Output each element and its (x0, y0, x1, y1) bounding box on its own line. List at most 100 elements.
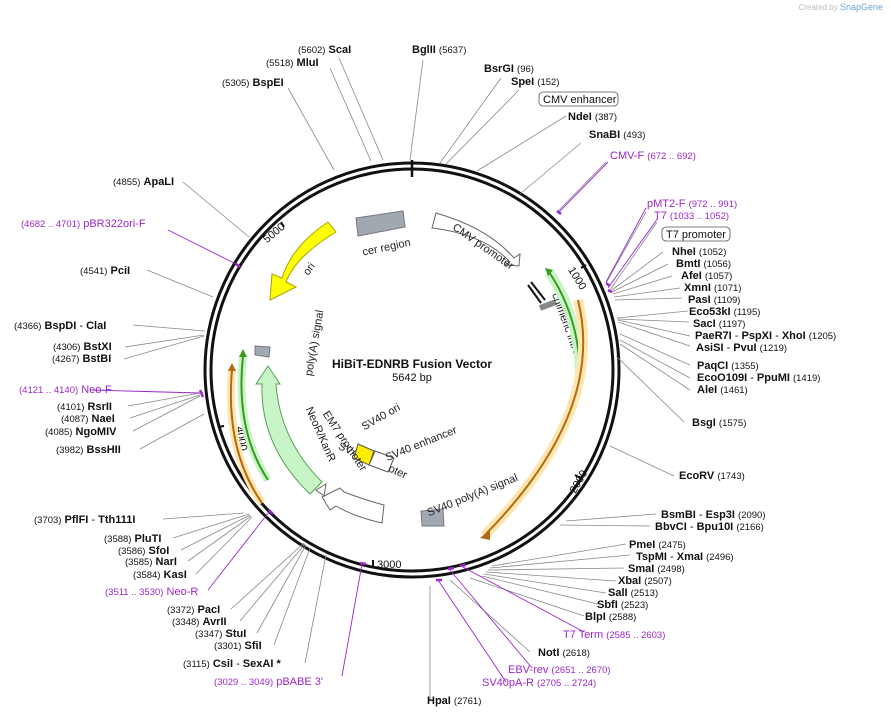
site-blpi: BlpI (2588) (585, 611, 636, 623)
cmv-enhancer-label: CMV enhancer (543, 94, 617, 106)
orange-orf (483, 299, 585, 537)
green-orf-head (545, 268, 553, 276)
site-mlui: (5518) MluI (266, 57, 319, 69)
site-ecorv: EcoRV (1743) (679, 470, 745, 482)
neo-orange-orf (229, 369, 263, 504)
site-bsmbi: BsmBI - Esp3I (2090) (661, 509, 766, 521)
t7-promoter-box (661, 226, 731, 242)
site-bmti: BmtI (1056) (676, 258, 731, 270)
snapgene-logo: SnapGene (839, 2, 883, 12)
primer-markers (198, 210, 613, 582)
primer-neor: (3511 .. 3530) Neo-R (105, 586, 198, 598)
watermark-prefix: Created by (798, 3, 838, 12)
site-apali: (4855) ApaLI (113, 176, 174, 188)
site-pluti: (3588) PluTI (104, 533, 161, 545)
sv40-promoter-arrow (321, 487, 385, 524)
site-ngomiv: (4085) NgoMIV (45, 426, 117, 438)
primer-pbr322: (4682 .. 4701) pBR322ori-F (21, 218, 146, 230)
em7-arrow (315, 483, 327, 497)
leader-lines (123, 57, 691, 700)
site-bstbi: (4267) BstBI (52, 353, 111, 365)
site-bbvci: BbvCI - Bpu10I (2166) (655, 521, 764, 533)
site-bsshii: (3982) BssHII (56, 444, 121, 456)
neo-green-orf (240, 355, 269, 481)
sv40-enhancer-label: SV40 enhancer (384, 424, 459, 464)
site-csii: (3115) CsiI - SexAI * (183, 658, 281, 670)
ori-label: ori (301, 261, 318, 278)
site-snabi: SnaBI (493) (589, 129, 645, 141)
site-bspei: (5305) BspEI (222, 77, 284, 89)
neo-orange-head (228, 363, 236, 371)
cmv-promoter-label: CMV promoter (450, 221, 516, 272)
polya-label: poly(A) signal (303, 309, 326, 377)
neor-kanr-arrow (255, 365, 323, 495)
primer-pbabe: (3029 .. 3049) pBABE 3' (214, 676, 323, 688)
site-xbai: XbaI (2507) (618, 575, 672, 587)
site-afei: AfeI (1057) (681, 270, 732, 282)
tick-3000: 3000 (377, 559, 401, 571)
orange-orf-head (480, 530, 490, 540)
site-saci: SacI (1197) (693, 318, 745, 330)
chimeric-intron-mark (527, 281, 546, 304)
primer-t7term: T7 Term (2585 .. 2603) (563, 629, 665, 641)
site-pmei: PmeI (2475) (629, 539, 686, 551)
cmv-enhancer-box (538, 91, 619, 107)
site-pcii: (4541) PciI (80, 265, 130, 277)
site-stui: (3347) StuI (195, 628, 246, 640)
site-alei: AleI (1461) (697, 384, 748, 396)
primer-sv40par: SV40pA-R (2705 .. 2724) (482, 677, 596, 689)
site-hpai: HpaI (2761) (427, 695, 481, 707)
site-kasi: (3584) KasI (133, 569, 187, 581)
primer-cmvf: CMV-F (672 .. 692) (610, 150, 696, 162)
site-xmni: XmnI (1071) (684, 282, 741, 294)
primer-neof: (4121 .. 4140) Neo-F (19, 384, 112, 396)
site-nhei: NheI (1052) (672, 246, 726, 258)
primer-t7: T7 (1033 .. 1052) (654, 210, 729, 222)
site-pflfi: (3703) PflFI - Tth111I (34, 514, 135, 526)
cmv-promoter-arrow (431, 212, 521, 267)
ori-arrow (269, 221, 337, 301)
cer-region-label: cer region (361, 237, 411, 259)
primer-pmt2f: pMT2-F (972 .. 991) (647, 198, 737, 210)
site-bsrgi: BsrGI (96) (484, 63, 534, 75)
chimeric-intron-box (538, 299, 558, 311)
site-bglii: BglII (5637) (412, 44, 466, 56)
cer-region-box (355, 210, 406, 237)
site-asisi: AsiSI - PvuI (1219) (696, 342, 787, 354)
polya-box (254, 345, 271, 358)
site-nari: (3585) NarI (125, 556, 177, 568)
primer-leaders (89, 161, 659, 683)
plasmid-length: 5642 bp (392, 372, 432, 384)
site-spei: SpeI (152) (511, 76, 559, 88)
site-paci: (3372) PacI (167, 604, 220, 616)
sv40-ori-label: SV40 ori (360, 402, 403, 433)
site-labels: (5602) ScaI (5518) MluI BglII (5637) Bsr… (14, 44, 836, 707)
site-scai: (5602) ScaI (298, 44, 351, 56)
site-pasi: PasI (1109) (688, 294, 740, 306)
site-sfii: (3301) SfiI (214, 640, 262, 652)
site-sfoi: (3586) SfoI (118, 545, 169, 557)
sv40-enhancer-box (368, 450, 395, 473)
primer-labels: CMV-F (672 .. 692) pMT2-F (972 .. 991) T… (19, 150, 737, 689)
boxed-labels: CMV enhancer T7 promoter (538, 91, 731, 242)
site-paer7i: PaeR7I - PspXI - XhoI (1205) (695, 330, 836, 342)
primer-ebvrev: EBV-rev (2651 .. 2670) (508, 664, 611, 676)
site-smai: SmaI (2498) (628, 563, 685, 575)
site-paqci: PaqCI (1355) (697, 360, 759, 372)
site-bspdi: (4366) BspDI - ClaI (14, 320, 106, 332)
site-avrii: (3348) AvrII (172, 616, 227, 628)
sv40-polya-box (420, 508, 445, 527)
watermark: Created by SnapGene (799, 2, 883, 12)
site-naei: (4087) NaeI (61, 413, 115, 425)
site-bsgi: BsgI (1575) (692, 417, 746, 429)
site-tspmi: TspMI - XmaI (2496) (636, 551, 734, 563)
site-bstxi: (4306) BstXI (53, 341, 112, 353)
site-noti: NotI (2618) (538, 647, 590, 659)
site-ndei: NdeI (387) (568, 111, 617, 123)
t7-promoter-label: T7 promoter (666, 229, 726, 241)
neo-green-head (239, 349, 247, 357)
site-eco53ki: Eco53kI (1195) (689, 306, 760, 318)
plasmid-name: HiBiT-EDNRB Fusion Vector (332, 357, 492, 371)
site-rsrii: (4101) RsrII (57, 401, 112, 413)
